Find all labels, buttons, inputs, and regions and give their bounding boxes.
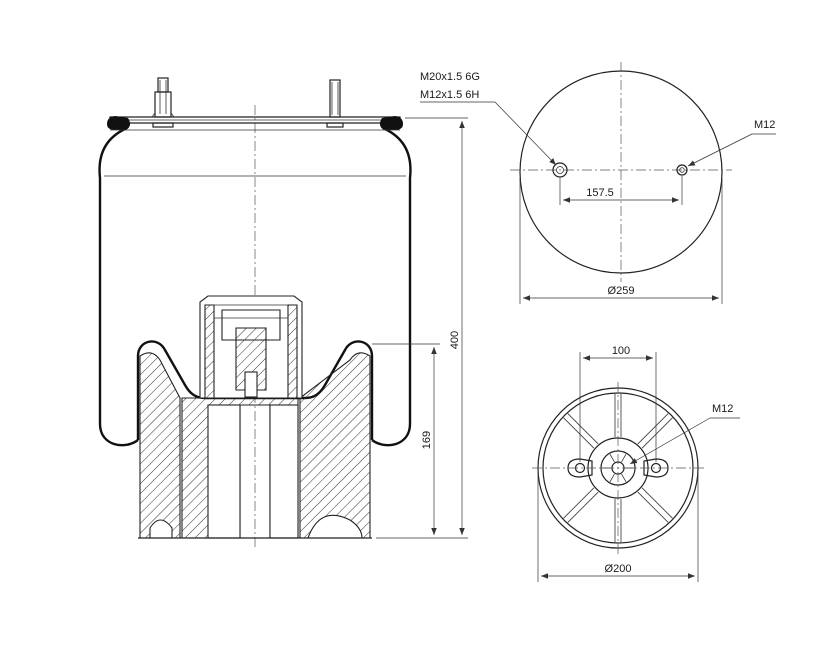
label-side-height: 400 bbox=[449, 331, 461, 349]
top-view: M20x1.5 6G M12x1.5 6H M12 157.5 Ø259 bbox=[420, 62, 776, 304]
dim-169: 169 bbox=[372, 343, 440, 535]
label-top-stud: M12 bbox=[754, 119, 775, 131]
secondary-stud bbox=[326, 79, 344, 128]
inner-bumper bbox=[199, 295, 303, 399]
label-thread-main: M20x1.5 6G bbox=[420, 71, 480, 83]
dim-200: Ø200 bbox=[537, 472, 699, 582]
dim-157-5: 157.5 bbox=[559, 176, 683, 205]
dim-400: 400 bbox=[376, 117, 468, 539]
leader-top-stud bbox=[687, 133, 753, 167]
left-bead-crimp bbox=[107, 116, 131, 130]
secondary-stud-hole bbox=[676, 164, 688, 176]
main-stud-hole bbox=[552, 162, 568, 178]
bottom-ribs bbox=[563, 394, 673, 542]
label-bottom-stud: M12 bbox=[712, 403, 733, 415]
label-bottom-diameter: Ø200 bbox=[605, 563, 632, 575]
bottom-inner-rim bbox=[542, 392, 694, 544]
label-bottom-bolt-spacing: 100 bbox=[612, 345, 630, 357]
side-view: 400 169 bbox=[98, 77, 468, 548]
dim-100: 100 bbox=[579, 345, 657, 462]
label-piston-height: 169 bbox=[421, 431, 433, 449]
main-stud bbox=[151, 77, 175, 128]
piston-arch-right bbox=[307, 514, 363, 539]
bellows-left-wall bbox=[98, 127, 139, 447]
piston-left-body bbox=[139, 352, 181, 539]
piston-channel-left bbox=[207, 404, 241, 539]
bellows-right-wall bbox=[371, 127, 412, 447]
piston-right-body bbox=[299, 352, 371, 539]
label-stud-spacing: 157.5 bbox=[586, 187, 614, 199]
bottom-view: M12 100 Ø200 bbox=[532, 345, 740, 582]
dim-259: Ø259 bbox=[519, 178, 723, 304]
leader-thread bbox=[494, 101, 557, 166]
label-thread-secondary: M12x1.5 6H bbox=[420, 89, 479, 101]
right-bead-crimp bbox=[379, 116, 403, 130]
leader-bottom-stud bbox=[629, 417, 711, 465]
piston-arch-left bbox=[149, 519, 173, 539]
label-top-diameter: Ø259 bbox=[608, 285, 635, 297]
piston-channel-right bbox=[269, 404, 299, 539]
